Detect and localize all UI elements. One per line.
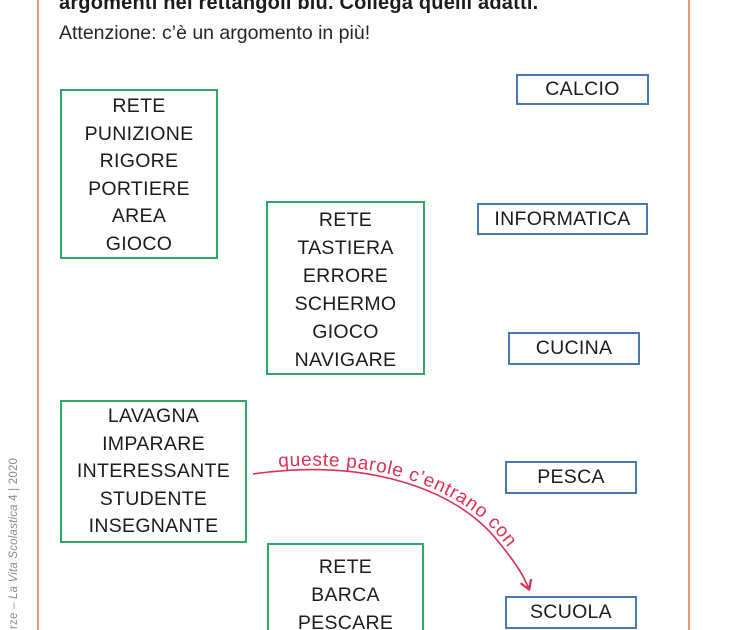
- topic-box-calcio[interactable]: CALCIO: [516, 74, 649, 105]
- arrow-text-wrap: queste parole c’entrano con: [278, 450, 522, 552]
- word: ERRORE: [302, 265, 389, 287]
- word: INTERESSANTE: [76, 460, 231, 483]
- word-box-1[interactable]: RETE PUNIZIONE RIGORE PORTIERE AREA GIOC…: [60, 89, 218, 259]
- page-margin-rule-left: [37, 0, 39, 630]
- word-box-4[interactable]: RETE BARCA PESCARE: [267, 543, 424, 630]
- page-margin-rule-right: [688, 0, 690, 630]
- word: PUNIZIONE: [84, 122, 194, 145]
- word: RETE: [318, 209, 373, 231]
- word: RIGORE: [99, 150, 179, 173]
- exercise-attention-note: Attenzione: c’è un argomento in più!: [59, 22, 371, 44]
- word: RETE: [112, 95, 166, 117]
- topic-box-scuola[interactable]: SCUOLA: [505, 596, 637, 629]
- exercise-instruction: argomenti nei rettangoli blu. Collega qu…: [59, 0, 539, 14]
- credit-suffix: 4 | 2020: [8, 457, 20, 505]
- word: TASTIERA: [297, 237, 394, 259]
- word: PORTIERE: [88, 177, 190, 200]
- topic-box-informatica[interactable]: INFORMATICA: [477, 203, 648, 235]
- arrow-text: queste parole c’entrano con: [278, 450, 522, 552]
- topic-box-cucina[interactable]: CUCINA: [508, 332, 640, 365]
- word: BARCA: [311, 584, 380, 606]
- word: LAVAGNA: [107, 405, 200, 427]
- word: IMPARARE: [102, 432, 205, 455]
- word: GIOCO: [312, 321, 379, 343]
- word-box-2[interactable]: RETE TASTIERA ERRORE SCHERMO GIOCO NAVIG…: [266, 201, 425, 375]
- page-credit-vertical: rze – La Vita Scolastica 4 | 2020: [8, 458, 20, 629]
- credit-publication: La Vita Scolastica: [8, 504, 20, 600]
- word-box-3[interactable]: LAVAGNA IMPARARE INTERESSANTE STUDENTE I…: [60, 400, 247, 543]
- word: STUDENTE: [99, 487, 208, 510]
- word: RETE: [318, 556, 373, 578]
- word: SCHERMO: [294, 293, 397, 315]
- credit-prefix: rze –: [8, 599, 20, 629]
- word: NAVIGARE: [294, 349, 397, 371]
- word: PESCARE: [297, 612, 394, 630]
- word: INSEGNANTE: [88, 515, 219, 538]
- word: AREA: [111, 205, 167, 228]
- topic-box-pesca[interactable]: PESCA: [505, 461, 637, 494]
- word: GIOCO: [105, 232, 173, 255]
